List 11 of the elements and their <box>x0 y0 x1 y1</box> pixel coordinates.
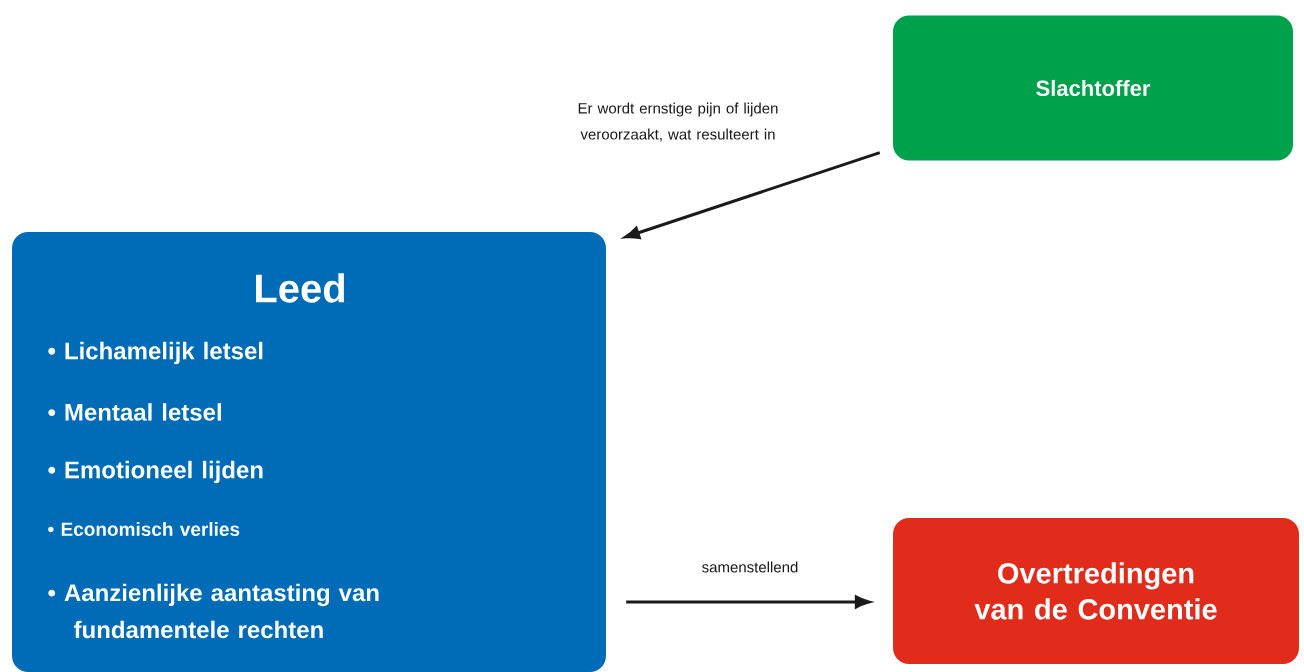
box-heading: Leed <box>256 273 345 303</box>
bullet-item: • Lichamelijk letsel <box>48 341 263 365</box>
edge-label: samenstellend <box>702 561 798 573</box>
rounded-box: Slachtoffer <box>893 15 1293 161</box>
bullet-item: • Economisch verlies <box>48 522 240 536</box>
bullet-item: • Emotioneel lijden <box>48 460 263 484</box>
bullet-item: • Aanzienlijke aantasting van fundamentele rechten <box>48 583 379 639</box>
edge-label: Er wordt ernstige pijn of lijden veroorzaakt, wat resulteert in <box>578 102 778 142</box>
rounded-box: Overtredingen van de Conventie <box>893 518 1299 664</box>
content-box <box>12 232 606 672</box>
bullet-item: • Mentaal letsel <box>48 403 221 421</box>
